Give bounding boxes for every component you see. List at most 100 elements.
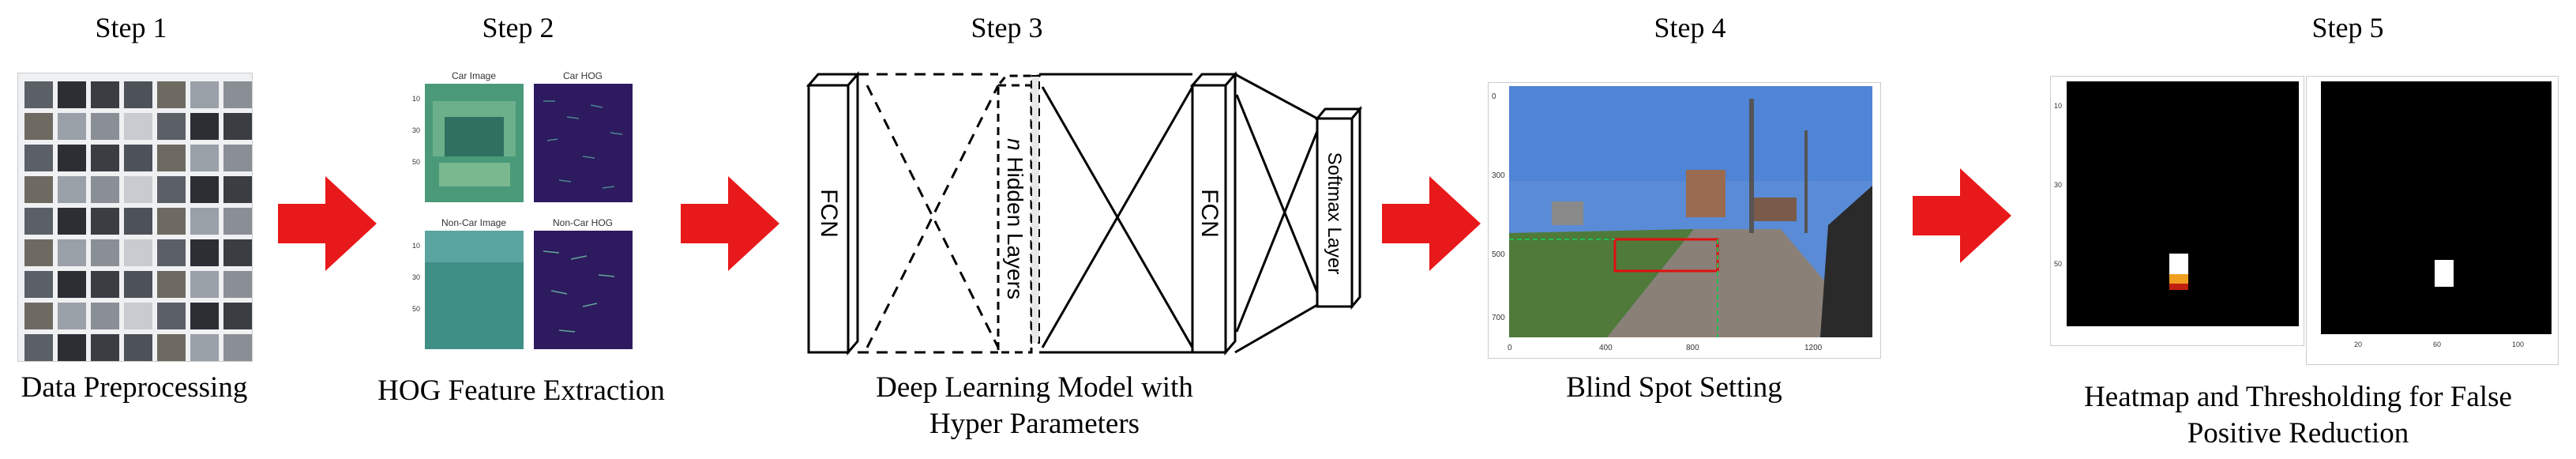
dataset-thumbnail [91, 334, 119, 361]
dataset-thumbnail [190, 303, 219, 329]
dataset-thumbnail [223, 113, 252, 140]
step-2-caption: HOG Feature Extraction [377, 374, 665, 407]
dataset-thumbnail [58, 303, 86, 329]
dataset-thumbnail [157, 145, 186, 171]
dataset-thumbnail [124, 334, 152, 361]
fcn-left-label: FCN [816, 189, 842, 238]
step-5-title: Step 5 [2311, 12, 2384, 43]
dataset-thumbnail [223, 176, 252, 203]
svg-text:500: 500 [1492, 250, 1505, 259]
svg-text:50: 50 [2054, 260, 2062, 268]
dataset-thumbnail [58, 113, 86, 140]
dataset-thumbnail [24, 303, 53, 329]
step-1-title: Step 1 [95, 12, 167, 43]
svg-text:0: 0 [1508, 344, 1512, 352]
svg-text:10: 10 [412, 242, 420, 250]
arrow-right-icon [1382, 176, 1481, 271]
dataset-thumbnail [157, 113, 186, 140]
svg-text:1200: 1200 [1804, 344, 1823, 352]
svg-text:30: 30 [412, 273, 420, 281]
dataset-thumbnail [157, 239, 186, 266]
svg-text:10: 10 [412, 95, 420, 103]
dataset-thumbnail [124, 208, 152, 235]
hog-panel: Car Image Car HOG Non-Car Image Non-Car … [401, 70, 638, 363]
svg-text:20: 20 [2354, 340, 2362, 348]
fcn-layer-right [1189, 70, 1238, 356]
svg-text:10: 10 [2054, 102, 2062, 110]
dataset-thumbnail [91, 113, 119, 140]
dataset-thumbnail [58, 271, 86, 298]
dataset-thumbnail [91, 208, 119, 235]
arrow-right-icon [1913, 168, 2011, 263]
svg-text:30: 30 [412, 126, 420, 134]
dataset-thumbnail [190, 334, 219, 361]
step-5-caption-line2: Positive Reduction [2187, 417, 2409, 450]
car-hog-label: Car HOG [563, 70, 603, 81]
dataset-thumbnail [223, 334, 252, 361]
dataset-thumbnail [24, 113, 53, 140]
network-diagram: FCN n Hidden Layers FCN Softm [805, 70, 1363, 356]
dataset-thumbnail [157, 81, 186, 108]
dataset-thumbnail [124, 303, 152, 329]
dataset-thumbnail [190, 239, 219, 266]
dataset-thumbnail [124, 113, 152, 140]
dataset-thumbnail [223, 239, 252, 266]
dataset-thumbnail [124, 81, 152, 108]
dataset-thumbnail [124, 176, 152, 203]
dataset-thumbnail [24, 239, 53, 266]
dataset-thumbnail [223, 208, 252, 235]
hidden-layers-label: n Hidden Layers [1003, 138, 1027, 299]
dataset-thumbnail [124, 271, 152, 298]
dataset-grid-svg [24, 81, 252, 361]
dataset-thumbnail [190, 113, 219, 140]
dataset-thumbnail [58, 334, 86, 361]
dataset-sample-grid [17, 73, 253, 362]
step-4-title: Step 4 [1654, 12, 1726, 43]
arrow-right-icon [681, 176, 779, 271]
dataset-thumbnail [157, 334, 186, 361]
fcn-layer-left [805, 70, 861, 356]
dataset-thumbnail [223, 145, 252, 171]
dataset-thumbnail [223, 81, 252, 108]
dataset-thumbnail [58, 239, 86, 266]
softmax-layer [1314, 105, 1363, 310]
dataset-thumbnail [58, 81, 86, 108]
dataset-thumbnail [91, 303, 119, 329]
dataset-thumbnail [190, 208, 219, 235]
softmax-label: Softmax Layer [1324, 152, 1345, 275]
solid-connections [1039, 73, 1194, 354]
dataset-thumbnail [223, 271, 252, 298]
arrow-right-icon [278, 176, 377, 271]
dataset-thumbnail [190, 271, 219, 298]
step-3-caption-line1: Deep Learning Model with [876, 371, 1193, 404]
noncar-image-label: Non-Car Image [441, 217, 506, 228]
hidden-layers-box [995, 74, 1042, 354]
svg-text:800: 800 [1686, 344, 1699, 352]
softmax-connections [1234, 73, 1319, 354]
step-5-caption-line1: Heatmap and Thresholding for False [2084, 381, 2512, 413]
dataset-thumbnail [223, 303, 252, 329]
dataset-thumbnail [190, 145, 219, 171]
svg-text:400: 400 [1599, 344, 1613, 352]
dataset-thumbnail [91, 81, 119, 108]
svg-text:700: 700 [1492, 314, 1505, 322]
dataset-thumbnail [91, 145, 119, 171]
dataset-thumbnail [24, 145, 53, 171]
dataset-thumbnail [91, 239, 119, 266]
svg-text:0: 0 [1492, 92, 1496, 101]
svg-text:50: 50 [412, 158, 420, 166]
dataset-thumbnail [190, 81, 219, 108]
step-1-caption: Data Preprocessing [21, 371, 248, 404]
step-3-caption-line2: Hyper Parameters [929, 408, 1140, 440]
dataset-thumbnail [24, 81, 53, 108]
dataset-thumbnail [124, 145, 152, 171]
dataset-thumbnail [190, 176, 219, 203]
dataset-thumbnail [58, 208, 86, 235]
dataset-thumbnail [24, 208, 53, 235]
dataset-thumbnail [91, 271, 119, 298]
dataset-thumbnail [24, 271, 53, 298]
dataset-thumbnail [157, 176, 186, 203]
car-image-label: Car Image [452, 70, 496, 81]
